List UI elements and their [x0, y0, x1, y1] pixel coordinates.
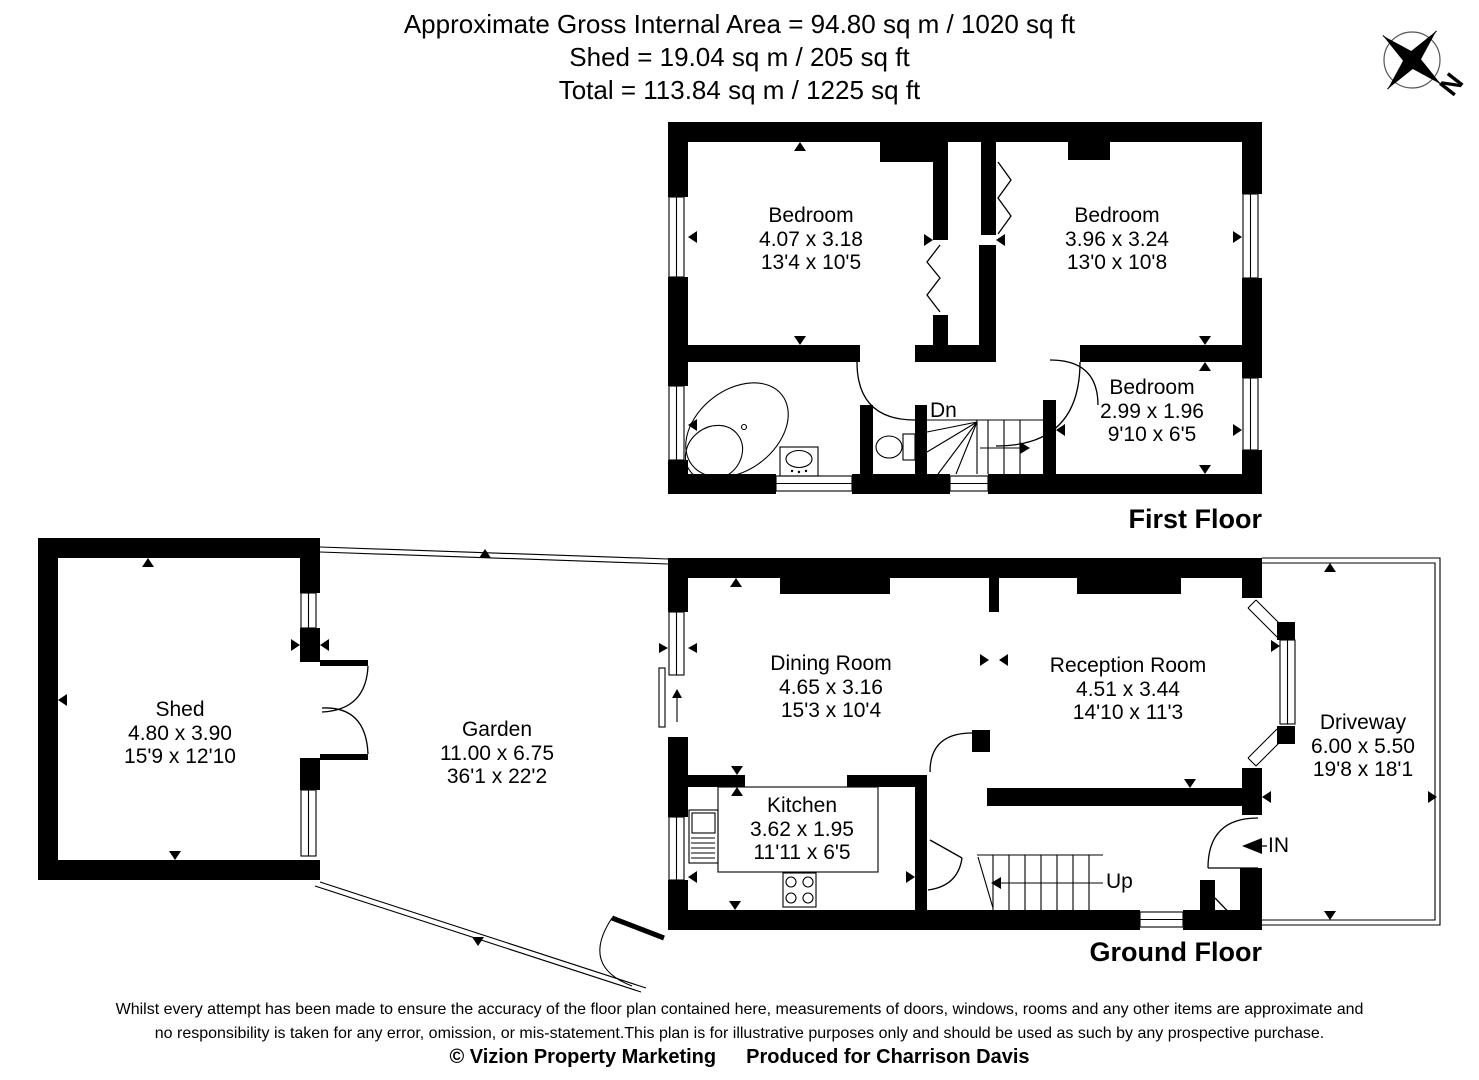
room-dim-metric: 4.07 x 3.18 [759, 227, 863, 251]
room-dim-imperial: 36'1 x 22'2 [446, 765, 548, 788]
disclaimer-line2: no responsibility is taken for any error… [154, 1025, 1325, 1042]
room-name: Dining Room [770, 652, 892, 675]
first-floor-doors [856, 161, 1099, 447]
patio-door [658, 667, 682, 728]
ground-floor-title: Ground Floor [1089, 937, 1262, 967]
shed-plan [38, 538, 369, 880]
room-name: Garden [461, 718, 533, 741]
room-label-driveway: Driveway 6.00 x 5.50 19'8 x 18'1 [1258, 711, 1468, 782]
bifold-door [926, 244, 941, 313]
stairs-down-label: Dn [930, 399, 957, 422]
door-arc [1207, 817, 1259, 869]
room-label-bedroom2: Bedroom 3.96 x 3.24 13'0 x 10'8 [1012, 204, 1222, 275]
copyright-text: © Vizion Property Marketing [449, 1046, 717, 1068]
door-arc [856, 361, 916, 421]
first-floor-title: First Floor [1128, 504, 1263, 534]
door-arc [1049, 359, 1099, 406]
driveway-outline [1262, 557, 1441, 926]
room-name: Bedroom [768, 204, 854, 227]
room-label-bedroom1: Bedroom 4.07 x 3.18 13'4 x 10'5 [706, 204, 916, 275]
first-floor-plan [668, 122, 1262, 494]
sink-icon [779, 446, 819, 477]
bay-window [1247, 599, 1286, 767]
room-label-kitchen: Kitchen 3.62 x 1.95 11'11 x 6'5 [697, 794, 907, 865]
door-arc [929, 732, 973, 773]
room-dim-imperial: 13'0 x 10'8 [1066, 251, 1168, 274]
bifold-door [997, 161, 1012, 235]
room-name: Bedroom [1074, 204, 1160, 227]
room-dim-imperial: 13'4 x 10'5 [760, 251, 862, 274]
header-shed-line: Shed = 19.04 sq m / 205 sq ft [569, 42, 910, 72]
toilet-icon [875, 433, 916, 461]
room-name: Kitchen [766, 794, 838, 817]
garden-fence [314, 546, 669, 993]
room-dim-metric: 11.00 x 6.75 [439, 741, 555, 765]
room-name: Bedroom [1109, 376, 1195, 399]
room-dim-imperial: 9'10 x 6'5 [1107, 423, 1197, 446]
entrance-label: IN [1268, 834, 1289, 857]
room-dim-imperial: 19'8 x 18'1 [1312, 758, 1414, 781]
room-dim-metric: 4.80 x 3.90 [128, 721, 232, 745]
room-dim-metric: 4.51 x 3.44 [1076, 677, 1180, 701]
room-label-bedroom3: Bedroom 2.99 x 1.96 9'10 x 6'5 [1047, 376, 1257, 447]
room-label-dining: Dining Room 4.65 x 3.16 15'3 x 10'4 [726, 652, 936, 723]
room-dim-imperial: 11'11 x 6'5 [753, 841, 851, 864]
shed-double-doors [321, 665, 369, 755]
room-name: Reception Room [1049, 654, 1207, 677]
room-dim-metric: 2.99 x 1.96 [1100, 399, 1204, 423]
room-dim-imperial: 15'9 x 12'10 [124, 745, 236, 768]
producer-text: Produced for Charrison Davis [746, 1046, 1030, 1068]
bath-icon [684, 382, 789, 482]
ground-floor-windows [668, 599, 1296, 928]
door-arc [995, 361, 1081, 447]
room-dim-metric: 3.62 x 1.95 [750, 817, 854, 841]
room-dim-metric: 6.00 x 5.50 [1311, 734, 1415, 758]
room-dim-metric: 4.65 x 3.16 [779, 675, 883, 699]
shed-windows [300, 592, 317, 857]
hob-icon [782, 872, 817, 908]
stairs-down [926, 419, 1043, 475]
fridge-icon [688, 809, 719, 864]
ground-floor-doors [927, 732, 1259, 925]
disclaimer-line1: Whilst every attempt has been made to en… [115, 1001, 1364, 1018]
garden-plan [314, 546, 669, 993]
room-name: Shed [155, 698, 205, 721]
compass-circle [1383, 31, 1441, 89]
room-dim-imperial: 15'3 x 10'4 [780, 699, 882, 722]
stairs-up [977, 854, 1103, 910]
room-label-garden: Garden 11.00 x 6.75 36'1 x 22'2 [392, 718, 602, 789]
room-label-reception: Reception Room 4.51 x 3.44 14'10 x 11'3 [1023, 654, 1233, 725]
garden-gate [611, 915, 665, 941]
driveway-plan [1262, 557, 1441, 926]
stairs-up-label: Up [1106, 870, 1133, 893]
header-area-line: Approximate Gross Internal Area = 94.80 … [403, 9, 1076, 39]
room-name: Driveway [1319, 711, 1407, 734]
header-total-line: Total = 113.84 sq m / 1225 sq ft [558, 75, 921, 105]
ground-floor-plan [658, 558, 1296, 930]
room-label-shed: Shed 4.80 x 3.90 15'9 x 12'10 [75, 698, 285, 769]
ground-floor-walls [668, 558, 1295, 930]
room-dim-metric: 3.96 x 3.24 [1065, 227, 1169, 251]
room-dim-imperial: 14'10 x 11'3 [1072, 701, 1184, 724]
entrance-arrow-icon [1242, 838, 1267, 854]
credits-line: © Vizion Property Marketing Produced for … [0, 1046, 1479, 1069]
